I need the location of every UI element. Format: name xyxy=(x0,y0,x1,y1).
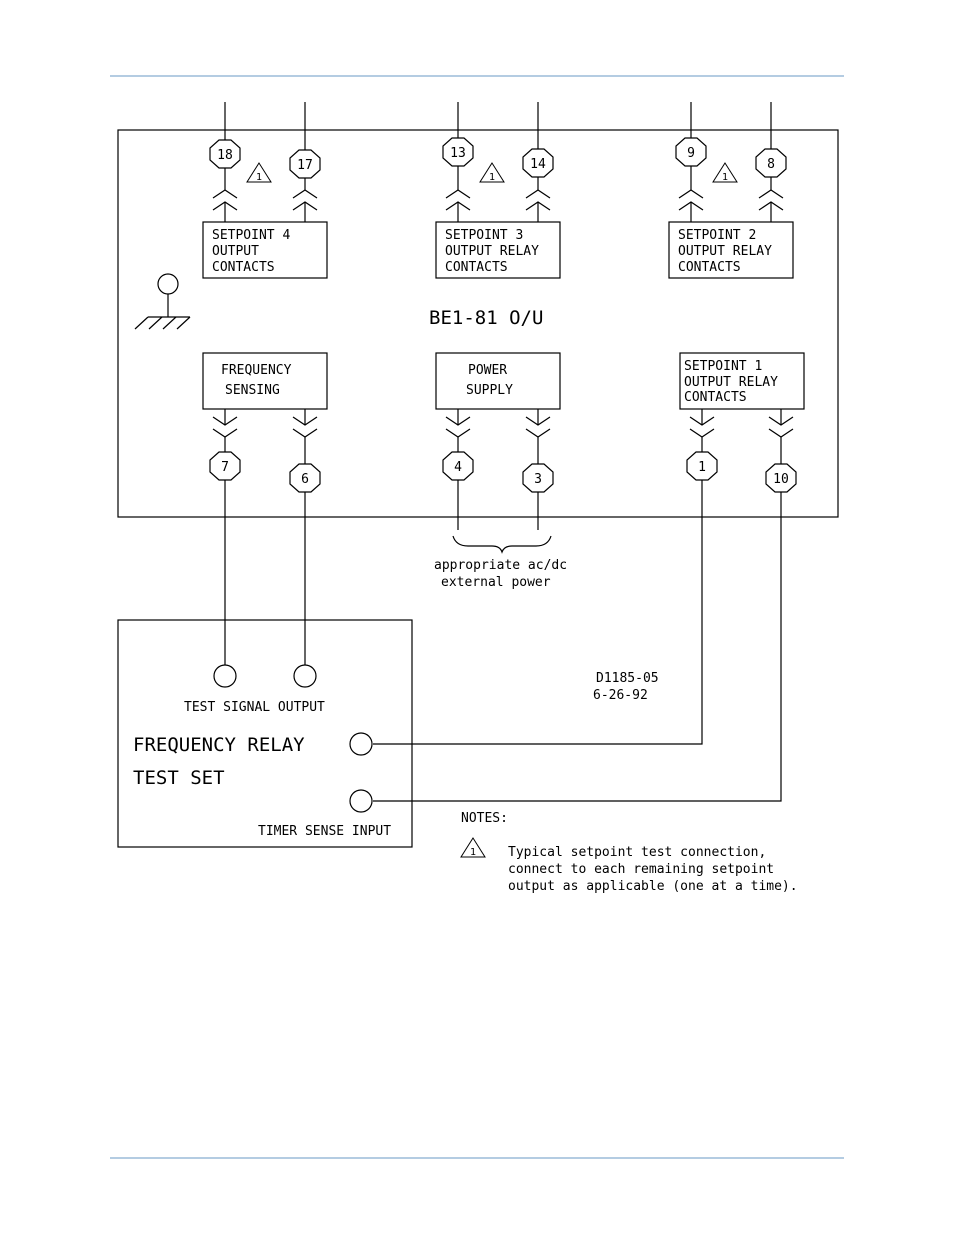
setpoint-2-box: SETPOINT 2 OUTPUT RELAY CONTACTS xyxy=(668,221,794,279)
svg-text:8: 8 xyxy=(767,157,775,172)
note-line-3: output as applicable (one at a time). xyxy=(508,879,798,894)
terminal-1: 1 xyxy=(686,451,718,481)
svg-text:CONTACTS: CONTACTS xyxy=(445,260,508,275)
setpoint-3-box: SETPOINT 3 OUTPUT RELAY CONTACTS xyxy=(435,221,561,279)
setpoint-1-box: SETPOINT 1 OUTPUT RELAY CONTACTS xyxy=(679,352,805,410)
svg-text:3: 3 xyxy=(534,472,542,487)
terminal-6: 6 xyxy=(289,463,321,493)
svg-text:13: 13 xyxy=(450,146,466,161)
svg-text:4: 4 xyxy=(454,460,462,475)
svg-text:FREQUENCY: FREQUENCY xyxy=(221,363,292,378)
drawing-date: 6-26-92 xyxy=(593,688,648,703)
drawing-id: D1185-05 xyxy=(596,671,659,686)
external-power-brace xyxy=(452,480,552,554)
svg-text:OUTPUT: OUTPUT xyxy=(212,244,259,259)
note-triangle-icon: 1 xyxy=(246,162,272,183)
terminal-17: 17 xyxy=(289,149,321,179)
terminal-3: 3 xyxy=(522,463,554,493)
svg-text:1: 1 xyxy=(698,460,706,475)
svg-text:SETPOINT 2: SETPOINT 2 xyxy=(678,228,756,243)
power-supply-box: POWER SUPPLY xyxy=(435,352,561,410)
note-triangle-icon: 1 xyxy=(479,162,505,183)
terminal-4: 4 xyxy=(442,451,474,481)
timer-terminal-a xyxy=(349,732,373,756)
top-leads xyxy=(224,102,772,150)
timer-terminal-b xyxy=(349,789,373,813)
terminal-18: 18 xyxy=(209,139,241,169)
svg-text:CONTACTS: CONTACTS xyxy=(212,260,275,275)
terminal-13: 13 xyxy=(442,137,474,167)
svg-text:SENSING: SENSING xyxy=(225,383,280,398)
svg-text:POWER: POWER xyxy=(468,363,507,378)
svg-text:OUTPUT RELAY: OUTPUT RELAY xyxy=(684,375,778,390)
frequency-sensing-box: FREQUENCY SENSING xyxy=(202,352,328,410)
timer-sense-label: TIMER SENSE INPUT xyxy=(258,824,391,839)
note-triangle-icon: 1 xyxy=(712,162,738,183)
svg-text:OUTPUT RELAY: OUTPUT RELAY xyxy=(445,244,539,259)
svg-text:1: 1 xyxy=(489,172,495,183)
test-set-title-line1: FREQUENCY RELAY xyxy=(133,734,305,756)
svg-text:7: 7 xyxy=(221,460,229,475)
svg-text:1: 1 xyxy=(722,172,728,183)
setpoint-4-box: SETPOINT 4 OUTPUT CONTACTS xyxy=(202,221,328,279)
terminal-8: 8 xyxy=(755,148,787,178)
relay-enclosure xyxy=(117,129,839,518)
svg-text:SETPOINT 3: SETPOINT 3 xyxy=(445,228,523,243)
svg-text:SETPOINT 1: SETPOINT 1 xyxy=(684,359,762,374)
svg-text:SUPPLY: SUPPLY xyxy=(466,383,513,398)
svg-text:SETPOINT 4: SETPOINT 4 xyxy=(212,228,290,243)
test-signal-terminal-a xyxy=(213,664,237,688)
svg-text:OUTPUT RELAY: OUTPUT RELAY xyxy=(678,244,772,259)
svg-text:18: 18 xyxy=(217,148,233,163)
svg-text:CONTACTS: CONTACTS xyxy=(684,390,747,405)
terminal-14: 14 xyxy=(522,148,554,178)
svg-text:6: 6 xyxy=(301,472,309,487)
terminal-10: 10 xyxy=(765,463,797,493)
wires xyxy=(224,480,782,802)
device-label: BE1-81 O/U xyxy=(429,307,543,329)
power-note-line2: external power xyxy=(441,575,551,590)
svg-text:10: 10 xyxy=(773,472,789,487)
test-set-title-line2: TEST SET xyxy=(133,767,225,789)
svg-text:CONTACTS: CONTACTS xyxy=(678,260,741,275)
svg-text:1: 1 xyxy=(470,847,476,858)
svg-text:17: 17 xyxy=(297,158,313,173)
note-line-1: Typical setpoint test connection, xyxy=(508,845,766,860)
top-connectors xyxy=(212,166,784,222)
note-triangle-icon: 1 xyxy=(460,837,486,858)
test-signal-label: TEST SIGNAL OUTPUT xyxy=(184,700,325,715)
bottom-connectors xyxy=(212,409,794,464)
notes-heading: NOTES: xyxy=(461,811,508,826)
chassis-ground-icon xyxy=(134,273,191,330)
terminal-7: 7 xyxy=(209,451,241,481)
svg-text:14: 14 xyxy=(530,157,546,172)
power-note-line1: appropriate ac/dc xyxy=(434,558,567,573)
terminal-9: 9 xyxy=(675,137,707,167)
test-set-box: TEST SIGNAL OUTPUT FREQUENCY RELAY TEST … xyxy=(117,619,413,848)
note-line-2: connect to each remaining setpoint xyxy=(508,862,774,877)
test-signal-terminal-b xyxy=(293,664,317,688)
svg-text:9: 9 xyxy=(687,146,695,161)
svg-text:1: 1 xyxy=(256,172,262,183)
